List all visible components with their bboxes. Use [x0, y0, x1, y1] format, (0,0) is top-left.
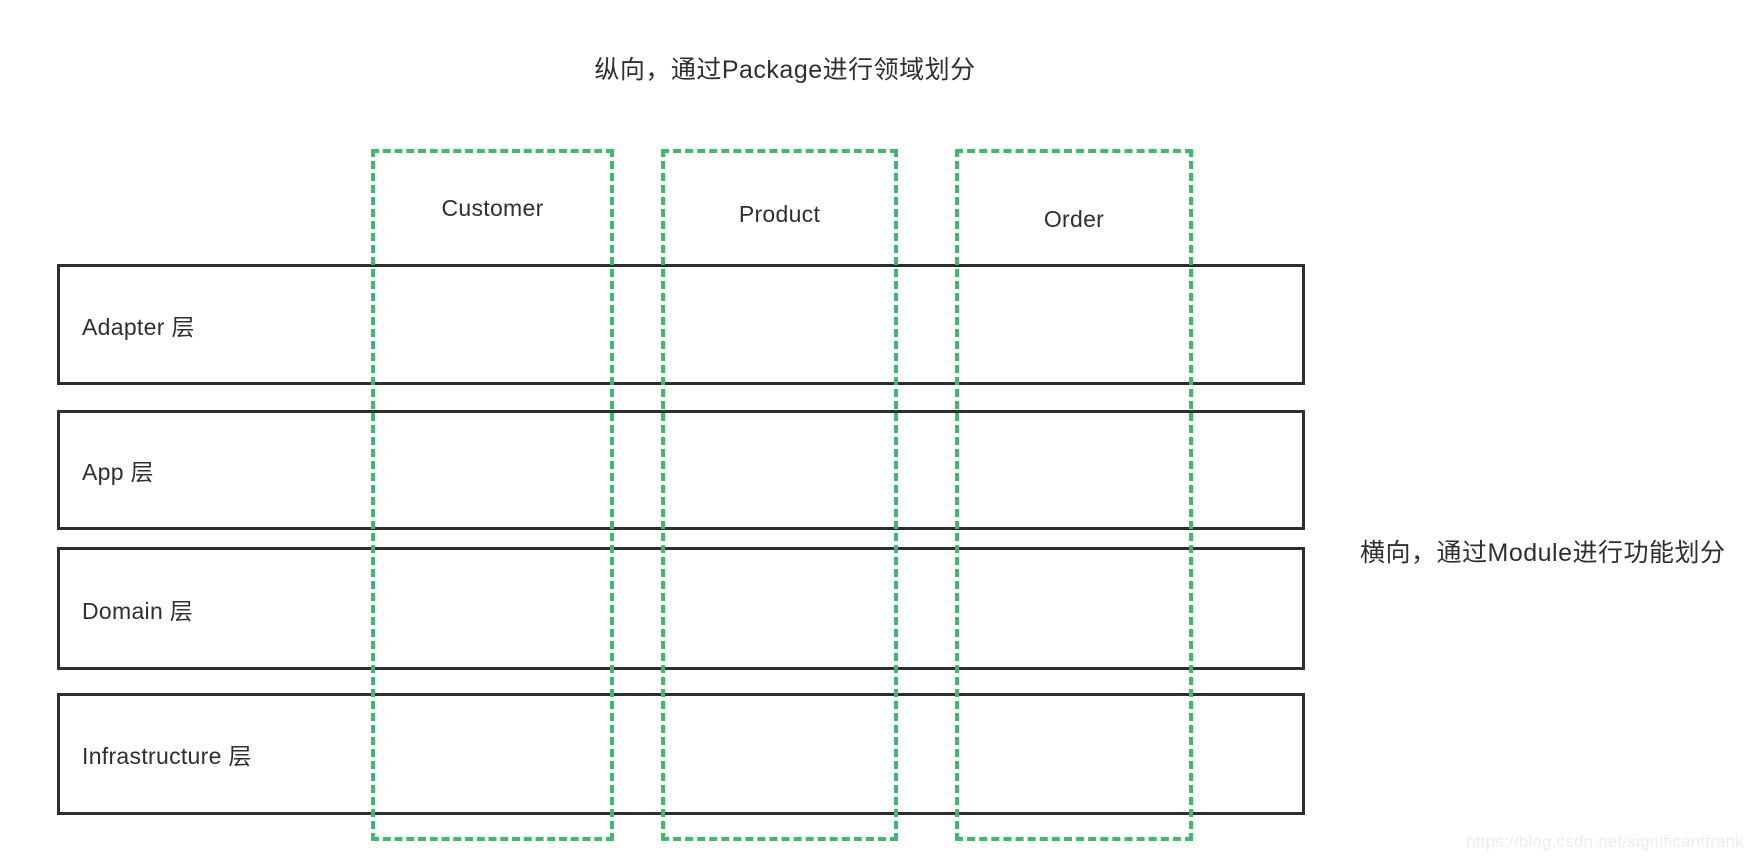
layer-label-infrastructure: Infrastructure 层: [82, 743, 252, 769]
layer-box-adapter: Adapter 层: [57, 264, 1305, 385]
layer-box-infrastructure: Infrastructure 层: [57, 693, 1305, 815]
layer-box-app: App 层: [57, 410, 1305, 530]
package-label-customer: Customer: [441, 195, 544, 221]
package-label-product: Product: [738, 201, 821, 227]
page-title: 纵向，通过Package进行领域划分: [594, 56, 976, 84]
layer-label-app: App 层: [82, 459, 154, 485]
layer-label-adapter: Adapter 层: [82, 313, 195, 340]
package-label-order: Order: [1043, 206, 1105, 232]
layer-box-domain: Domain 层: [57, 547, 1305, 670]
side-note-module: 横向，通过Module进行功能划分: [1360, 539, 1726, 567]
watermark: https://blog.csdn.net/significantfrank: [1466, 832, 1744, 851]
layer-label-domain: Domain 层: [82, 597, 194, 624]
